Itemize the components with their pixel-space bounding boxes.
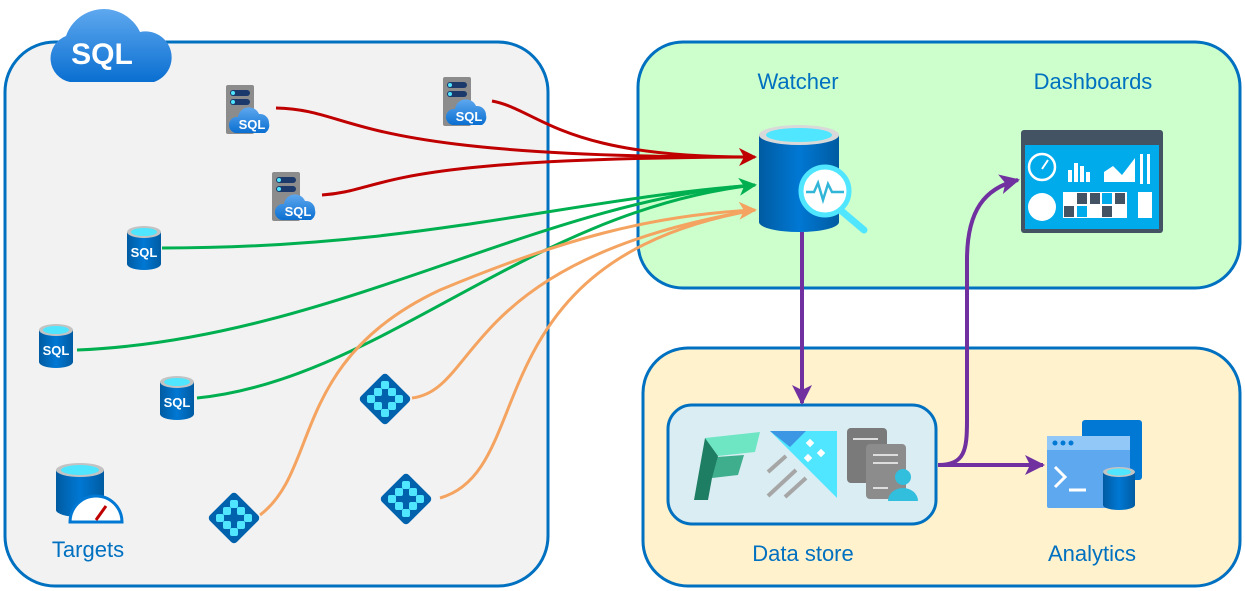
documents-user-icon[interactable] — [847, 428, 918, 501]
store-to-dashboard-flow — [937, 174, 1020, 467]
sql-server-icon[interactable]: SQL — [226, 85, 270, 134]
sql-database-icon[interactable]: SQL — [160, 376, 194, 420]
server-flow — [491, 99, 756, 159]
cloud-badge-text: SQL — [71, 38, 133, 71]
targets-panel — [3, 40, 550, 588]
fabric-icon[interactable] — [694, 432, 760, 500]
database-flow — [161, 183, 756, 250]
server-flow — [275, 106, 756, 159]
sql-server-icon[interactable]: SQL — [443, 77, 487, 126]
sql-server-text: SQL — [239, 117, 266, 132]
sql-database-text: SQL — [43, 343, 70, 358]
data-explorer-icon[interactable] — [766, 431, 837, 499]
server-flow — [321, 148, 757, 197]
sql-server-text: SQL — [285, 204, 312, 219]
targets-label: Targets — [52, 537, 124, 562]
sql-database-icon[interactable]: SQL — [39, 324, 73, 368]
pool-flow — [439, 208, 756, 500]
database-flow — [196, 177, 757, 400]
watcher-label: Watcher — [757, 69, 838, 94]
dashboard-icon[interactable] — [1021, 130, 1163, 233]
database-flow — [76, 183, 756, 352]
sql-database-text: SQL — [164, 395, 191, 410]
targets-icon — [56, 463, 124, 524]
analytics-console-icon[interactable] — [1047, 420, 1142, 510]
sql-database-icon[interactable]: SQL — [127, 226, 161, 270]
pool-flow — [411, 208, 756, 400]
sql-cloud-icon: SQL — [50, 9, 172, 83]
dashboards-label: Dashboards — [1034, 69, 1153, 94]
analytics-label: Analytics — [1048, 541, 1136, 566]
sql-database-text: SQL — [131, 245, 158, 260]
sql-server-icon[interactable]: SQL — [272, 172, 316, 221]
data-store-label: Data store — [752, 541, 854, 566]
sql-server-text: SQL — [456, 109, 483, 124]
pool-flow — [259, 201, 757, 517]
database-watcher-icon[interactable] — [759, 125, 868, 234]
